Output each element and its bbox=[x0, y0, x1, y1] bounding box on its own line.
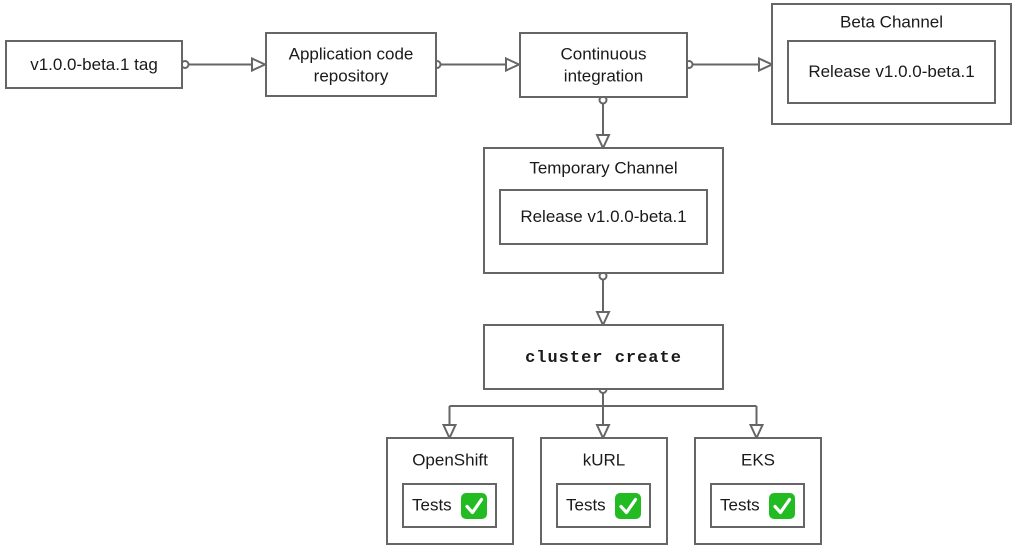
node-openshift-tests-label: Tests bbox=[412, 495, 452, 514]
node-cluster-create-label: cluster create bbox=[525, 349, 682, 368]
node-beta-channel[interactable]: Beta Channel Release v1.0.0-beta.1 bbox=[771, 3, 1012, 125]
node-version-tag-label: v1.0.0-beta.1 tag bbox=[30, 55, 158, 74]
node-continuous-integration-label-line1: Continuous bbox=[560, 44, 646, 63]
edge-temporary-channel-to-cluster-create bbox=[595, 271, 611, 328]
node-beta-channel-release-label: Release v1.0.0-beta.1 bbox=[808, 62, 974, 81]
node-beta-channel-release-box[interactable]: Release v1.0.0-beta.1 bbox=[787, 40, 996, 104]
edge-ci-to-temporary-channel bbox=[595, 95, 611, 151]
edge-ci-to-beta-channel bbox=[684, 56, 775, 73]
node-eks-title: EKS bbox=[741, 450, 775, 469]
node-application-code-repository[interactable]: Application code repository bbox=[265, 32, 437, 97]
node-openshift-tests-box[interactable]: Tests bbox=[402, 483, 497, 528]
node-continuous-integration[interactable]: Continuous integration bbox=[519, 32, 688, 98]
node-version-tag[interactable]: v1.0.0-beta.1 tag bbox=[5, 40, 183, 89]
check-mark-green-icon bbox=[461, 493, 487, 519]
node-temporary-channel[interactable]: Temporary Channel Release v1.0.0-beta.1 bbox=[483, 147, 724, 274]
edge-cluster-create-to-platforms bbox=[441, 385, 765, 441]
node-kurl-title: kURL bbox=[583, 450, 626, 469]
node-beta-channel-title: Beta Channel bbox=[840, 12, 943, 31]
check-mark-green-icon bbox=[615, 493, 641, 519]
node-eks[interactable]: EKS Tests bbox=[694, 437, 822, 545]
node-temporary-channel-release-label: Release v1.0.0-beta.1 bbox=[520, 207, 686, 226]
node-temporary-channel-title: Temporary Channel bbox=[529, 158, 677, 177]
edge-tag-to-repo bbox=[180, 56, 268, 73]
node-openshift-title: OpenShift bbox=[412, 450, 488, 469]
check-mark-green-icon bbox=[769, 493, 795, 519]
node-kurl-tests-label: Tests bbox=[566, 495, 606, 514]
node-temporary-channel-release-box[interactable]: Release v1.0.0-beta.1 bbox=[499, 189, 708, 245]
node-application-code-repository-label-line1: Application code bbox=[289, 44, 414, 63]
node-kurl[interactable]: kURL Tests bbox=[540, 437, 668, 545]
node-cluster-create[interactable]: cluster create bbox=[483, 324, 724, 390]
node-application-code-repository-label-line2: repository bbox=[314, 66, 389, 85]
node-kurl-tests-box[interactable]: Tests bbox=[556, 483, 651, 528]
node-continuous-integration-label-line2: integration bbox=[564, 66, 643, 85]
node-openshift[interactable]: OpenShift Tests bbox=[386, 437, 514, 545]
node-eks-tests-box[interactable]: Tests bbox=[710, 483, 805, 528]
node-eks-tests-label: Tests bbox=[720, 495, 760, 514]
edge-repo-to-ci bbox=[432, 56, 522, 73]
